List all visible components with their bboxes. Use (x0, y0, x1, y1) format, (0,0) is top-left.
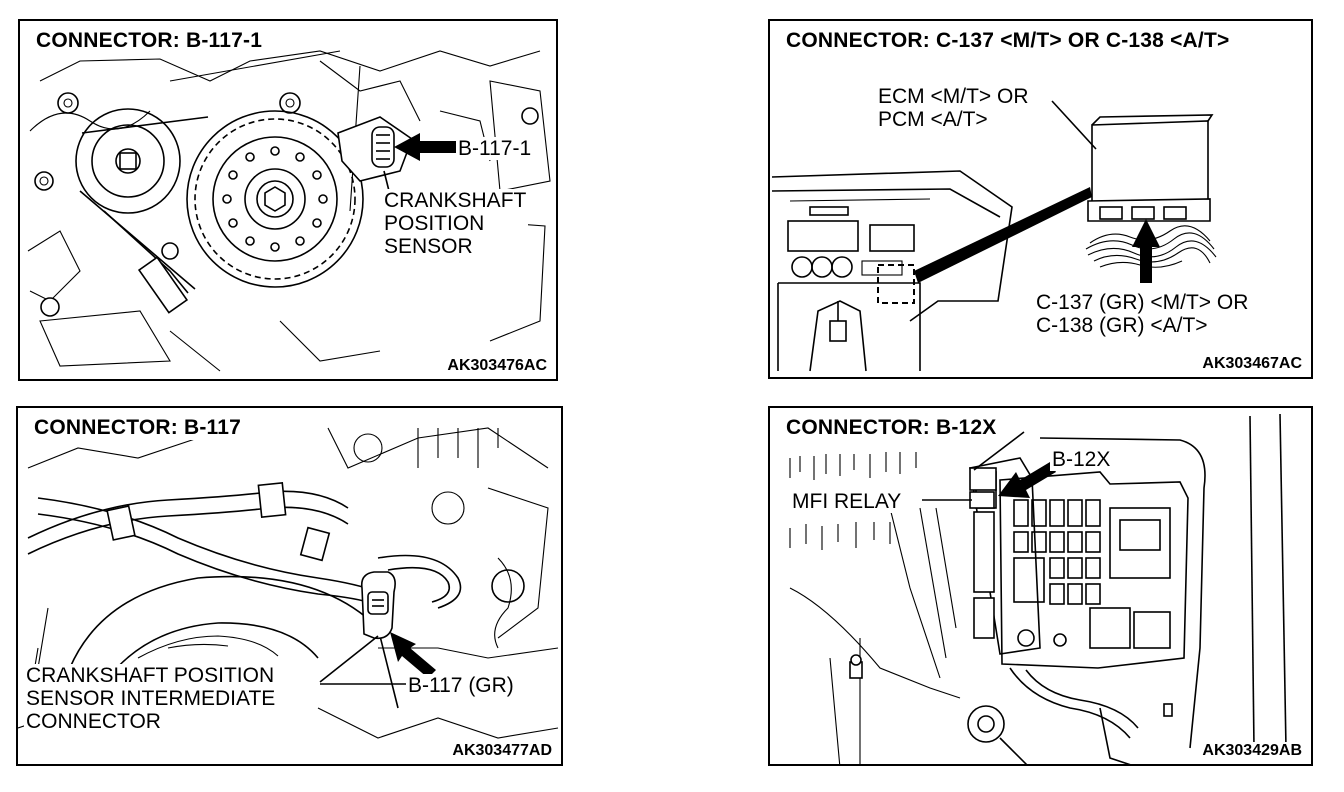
label-line: C-137 (GR) <M/T> OR (1036, 291, 1249, 314)
label-line: POSITION (384, 212, 485, 235)
dashboard-ecm-illustration (771, 100, 1217, 372)
label-line: SENSOR (384, 235, 473, 258)
component-label-crankshaft-position-sensor-intermediate-connector: CRANKSHAFT POSITION SENSOR INTERMEDIATE … (24, 664, 278, 733)
panel-connector-b-117-1: CONNECTOR: B-117-1 B-117-1 CRANKSHAFT PO… (18, 19, 558, 381)
relay-box-illustration (789, 413, 1287, 764)
panel-title: CONNECTOR: B-12X (782, 416, 1001, 440)
figure-code: AK303476AC (444, 357, 550, 375)
figure-code: AK303477AD (449, 742, 555, 760)
connector-label-b-117-gr: B-117 (GR) (406, 674, 516, 697)
panel-connector-c-137-c-138: CONNECTOR: C-137 <M/T> OR C-138 <A/T> EC… (768, 19, 1313, 379)
panel-connector-b-117: CONNECTOR: B-117 CRANKSHAFT POSITION SEN… (16, 406, 563, 766)
label-line: ECM <M/T> OR (878, 85, 1029, 108)
label-line: C-138 (GR) <A/T> (1036, 314, 1208, 337)
panel-title: CONNECTOR: B-117-1 (32, 29, 267, 53)
panel-connector-b-12x: CONNECTOR: B-12X B-12X MFI RELAY AK30342… (768, 406, 1313, 766)
label-line: SENSOR INTERMEDIATE (26, 687, 276, 710)
connector-label-c-137-c-138: C-137 (GR) <M/T> OR C-138 (GR) <A/T> (1034, 291, 1251, 337)
panel-title: CONNECTOR: B-117 (30, 416, 246, 440)
panel-title: CONNECTOR: C-137 <M/T> OR C-138 <A/T> (782, 29, 1234, 53)
component-label-ecm-pcm: ECM <M/T> OR PCM <A/T> (876, 85, 1031, 131)
figure-code: AK303467AC (1199, 355, 1305, 373)
label-line: CRANKSHAFT (384, 189, 527, 212)
component-label-mfi-relay: MFI RELAY (790, 490, 904, 513)
label-line: PCM <A/T> (878, 108, 988, 131)
component-label-crankshaft-position-sensor: CRANKSHAFT POSITION SENSOR (382, 189, 529, 258)
label-line: CRANKSHAFT POSITION (26, 664, 275, 687)
figure-code: AK303429AB (1199, 742, 1305, 760)
connector-label-b-117-1: B-117-1 (456, 137, 534, 160)
transmission-harness-illustration (18, 427, 559, 739)
label-line: CONNECTOR (26, 710, 161, 733)
connector-label-b-12x: B-12X (1050, 448, 1113, 471)
